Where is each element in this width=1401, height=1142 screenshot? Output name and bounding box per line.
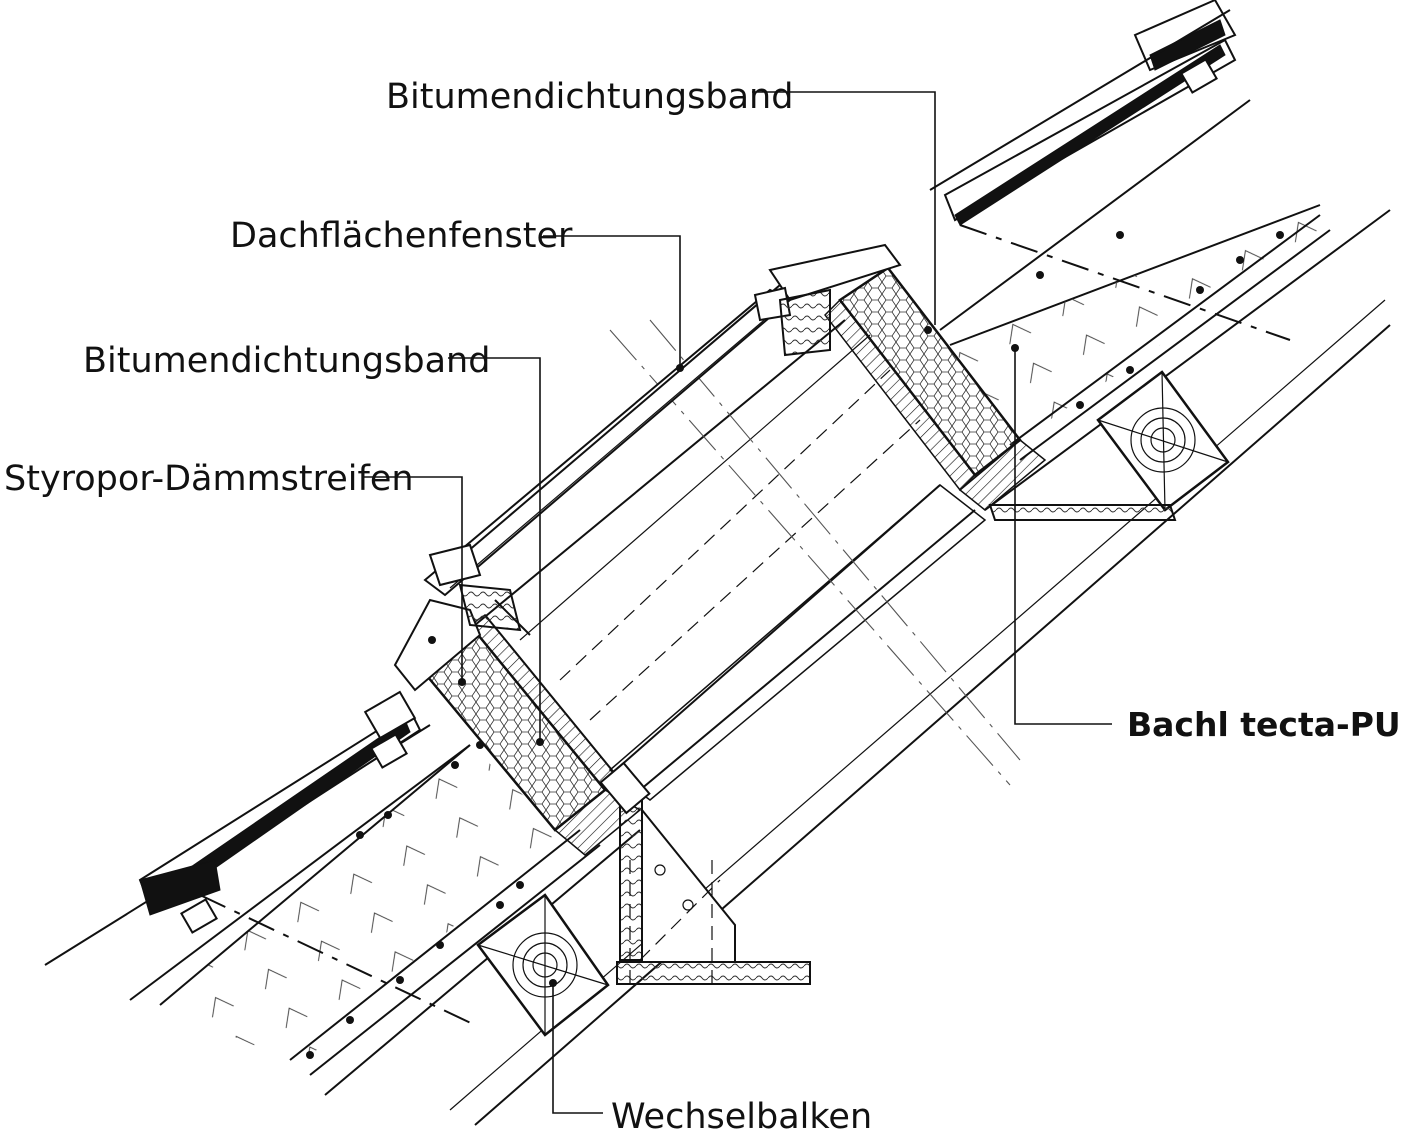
label-dachflaechenfenster: Dachflächenfenster: [230, 216, 573, 256]
label-bitumendichtungsband-mid: Bitumendichtungsband: [83, 341, 490, 381]
upper-rafter: [1096, 370, 1230, 512]
label-wechselbalken: Wechselbalken: [611, 1097, 872, 1137]
lower-insulation-panel: [416, 613, 651, 856]
upper-sill-construction: [988, 504, 1177, 521]
upper-insulation-panel: [824, 266, 1047, 511]
wechselbalken-beam: [476, 893, 610, 1037]
label-bachl-tecta-pur: Bachl tecta-PUR: [1127, 705, 1401, 744]
label-styropor-daemmstreifen: Styropor-Dämmstreifen: [4, 459, 414, 499]
window-frame: [393, 243, 902, 692]
roof-buildup: [44, 0, 1391, 1126]
leader-lines: [362, 91, 1112, 1114]
label-bitumendichtungsband-top: Bitumendichtungsband: [386, 77, 793, 117]
sill-construction: [616, 799, 811, 985]
